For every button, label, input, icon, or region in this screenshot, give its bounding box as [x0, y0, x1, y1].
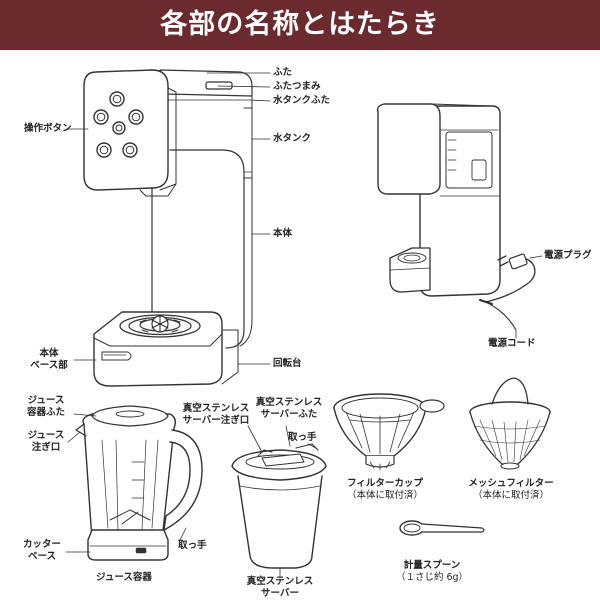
label-main-base-line1: 本体 — [39, 348, 59, 359]
mesh-filter — [470, 378, 550, 469]
label-juice-lid: ジュース 容器ふた — [18, 395, 74, 419]
label-lid: ふた — [273, 67, 293, 78]
label-juice-lid-line2: 容器ふた — [26, 407, 65, 418]
label-juice-lid-line1: ジュース — [27, 395, 65, 406]
label-measuring-spoon-name: 計量スプーン — [403, 560, 461, 571]
label-server-lid-line1: 真空ステンレス — [255, 397, 323, 408]
label-filter-cup-note: （本体に取付済） — [346, 490, 423, 501]
lid-knob — [206, 82, 232, 89]
vacuum-server — [232, 444, 326, 568]
title-banner: 各部の名称とはたらき — [0, 0, 600, 50]
label-turntable: 回転台 — [273, 358, 302, 369]
label-server-lid-line2: サーバーふた — [260, 409, 318, 420]
label-cutter-base-line2: ベース — [27, 551, 57, 562]
juice-leaders — [66, 414, 186, 552]
label-cutter-base: カッター ベース — [14, 539, 70, 563]
parts-diagram — [0, 50, 600, 600]
label-measuring-spoon: 計量スプーン （１さじ約 6g） — [380, 560, 484, 584]
mesh-filter-handle — [492, 378, 528, 404]
label-filter-cup-name: フィルターカップ — [347, 478, 423, 489]
juice-spout — [76, 424, 86, 436]
label-measuring-spoon-note: （１さじ約 6g） — [395, 572, 469, 583]
juice-jar — [83, 414, 175, 548]
server-body — [238, 476, 322, 568]
label-operation-buttons: 操作ボタン — [24, 123, 72, 134]
cutter-base — [88, 530, 168, 560]
label-juice-spout: ジュース 注ぎ口 — [18, 430, 74, 454]
side-water-tank — [446, 132, 492, 188]
power-cord — [486, 259, 535, 302]
label-main-body: 本体 — [273, 228, 293, 239]
control-head — [84, 70, 168, 190]
body-side-panel — [170, 76, 252, 346]
juice-container — [76, 406, 202, 560]
side-leaders — [516, 256, 542, 338]
label-water-tank: 水タンク — [273, 133, 312, 144]
side-machine — [378, 104, 535, 330]
power-plug — [498, 254, 528, 270]
water-tank — [244, 108, 252, 178]
label-main-base: 本体 ベース部 — [24, 348, 74, 372]
main-leaders — [66, 73, 270, 364]
label-power-cord: 電源コード — [488, 338, 536, 349]
label-server-handle: 取っ手 — [288, 432, 317, 443]
label-server: 真空ステンレス サーバー — [236, 576, 324, 600]
label-mesh-filter-name: メッシュフィルター — [468, 478, 554, 489]
label-juice-spout-line2: 注ぎ口 — [31, 442, 61, 453]
label-main-base-line2: ベース部 — [30, 360, 68, 371]
label-mesh-filter: メッシュフィルター （本体に取付済） — [452, 478, 570, 502]
label-juice-handle: 取っ手 — [178, 540, 207, 551]
operation-buttons — [94, 92, 143, 157]
filter-cup — [334, 394, 444, 470]
server-leaders — [248, 426, 316, 578]
label-server-line1: 真空ステンレス — [246, 576, 314, 587]
label-server-lid: 真空ステンレス サーバーふた — [246, 397, 332, 421]
label-mesh-filter-note: （本体に取付済） — [472, 490, 549, 501]
turntable — [120, 315, 200, 337]
label-power-plug: 電源プラグ — [544, 250, 592, 261]
server-spout — [258, 450, 272, 456]
label-server-spout: 真空ステンレス サーバー注ぎ口 — [172, 403, 260, 427]
label-server-spout-line2: サーバー注ぎ口 — [182, 415, 250, 426]
label-lid-knob: ふたつまみ — [273, 81, 321, 92]
label-server-line2: サーバー — [261, 588, 299, 599]
page-title: 各部の名称とはたらき — [160, 9, 440, 40]
label-juice-container: ジュース容器 — [96, 572, 152, 583]
juice-lid — [92, 406, 168, 426]
label-water-tank-lid: 水タンクふた — [273, 95, 331, 106]
label-filter-cup: フィルターカップ （本体に取付済） — [330, 478, 440, 502]
label-cutter-base-line1: カッター — [22, 539, 61, 550]
label-juice-spout-line1: ジュース — [27, 430, 65, 441]
label-server-spout-line1: 真空ステンレス — [182, 403, 250, 414]
main-machine — [84, 70, 252, 386]
measuring-spoon — [400, 521, 484, 535]
base-grip — [102, 352, 131, 360]
